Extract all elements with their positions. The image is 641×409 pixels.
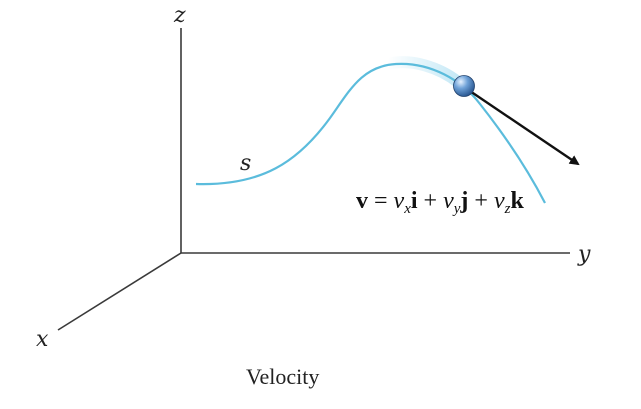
- path-curve: [195, 62, 546, 204]
- velocity-equation: v = vxi + vyj + vzk: [356, 188, 524, 217]
- velocity-vector-arrow: [463, 86, 580, 166]
- z-axis-label: z: [173, 3, 186, 28]
- x-axis-label: x: [36, 327, 49, 352]
- figure-caption: Velocity: [246, 364, 319, 389]
- path-label: s: [240, 151, 251, 176]
- motion-trail: [382, 56, 464, 88]
- particle: [453, 75, 475, 97]
- y-axis-label: y: [577, 242, 591, 267]
- x-axis: [57, 252, 182, 331]
